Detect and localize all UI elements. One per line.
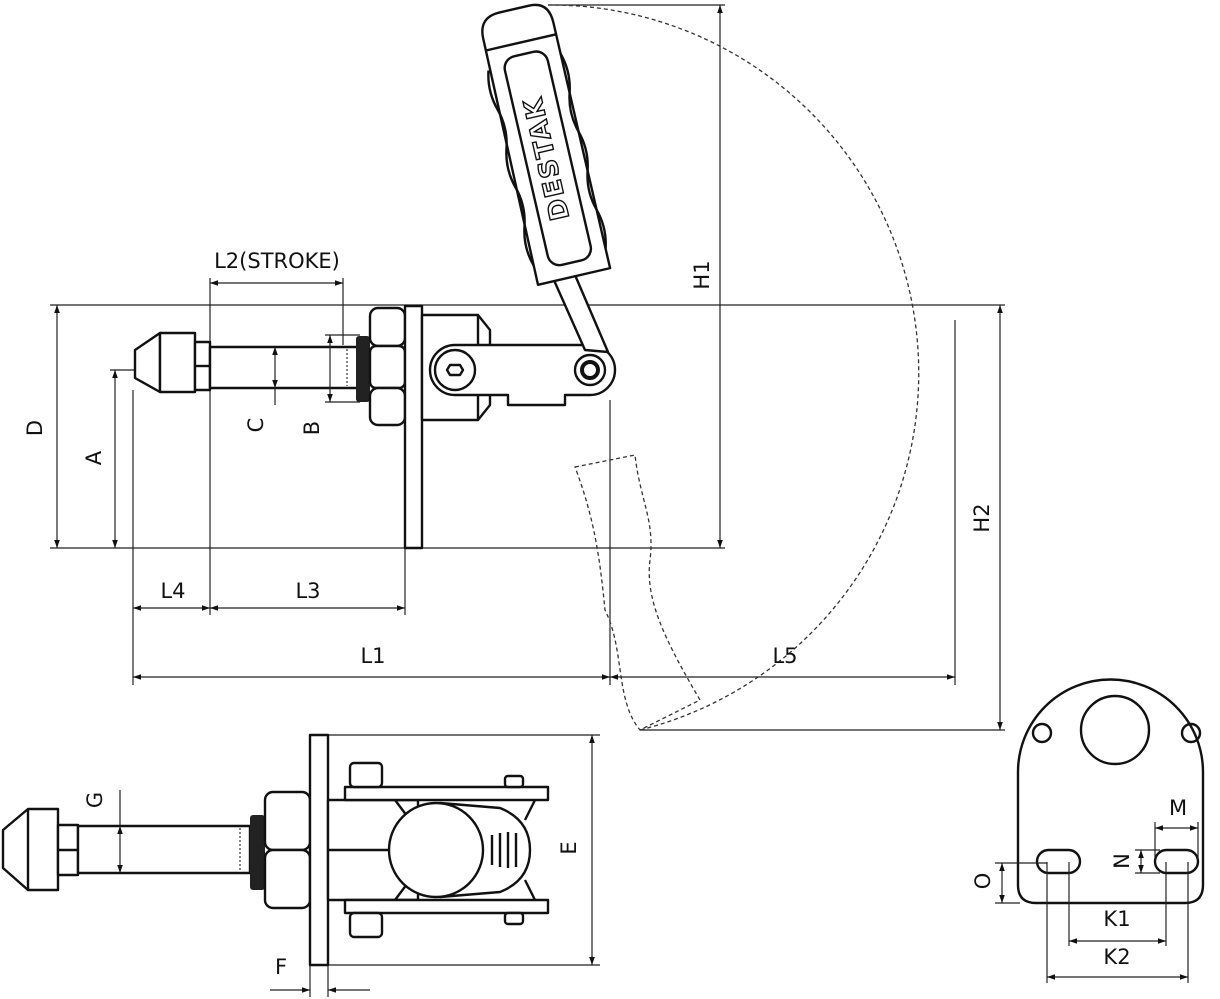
handle-grip: DESTAK (481, 3, 612, 286)
label-l2: L2(STROKE) (214, 249, 340, 273)
spring-coils (490, 832, 518, 868)
pivot-pin-left (433, 348, 477, 392)
side-plate-top (343, 785, 550, 802)
link-bar (428, 343, 617, 407)
label-h2: H2 (970, 503, 994, 532)
handle-grip-outline (481, 3, 612, 286)
handle-released-ghost (574, 454, 701, 731)
logo-panel (503, 50, 593, 267)
label-m: M (1169, 796, 1187, 820)
handle-arm (551, 273, 610, 354)
label-n: N (1110, 853, 1134, 869)
label-k1: K1 (1103, 907, 1130, 931)
thread (250, 815, 265, 890)
front-view: DESTAK L2(STROKE) D A C B L4 L3 L1 L5 H1… (23, 3, 1005, 731)
mounting-plate (403, 304, 424, 550)
screw-top (348, 761, 384, 789)
label-e: E (557, 841, 581, 854)
label-c: C (244, 418, 268, 433)
label-l5: L5 (772, 644, 797, 668)
mount-nut-mid (368, 344, 407, 390)
plunger-tip (1, 807, 60, 892)
mount-nut-bottom (263, 848, 312, 910)
hex-socket-icon (445, 363, 465, 377)
label-o: O (971, 873, 995, 890)
label-a: A (82, 450, 106, 465)
flange-view: M N O K1 K2 (971, 678, 1205, 983)
label-g: G (83, 792, 107, 808)
pivot-pin-right (573, 353, 607, 387)
label-h1: H1 (690, 260, 714, 289)
label-b: B (300, 421, 324, 435)
mount-hole-right (1180, 722, 1202, 744)
flange-plate (1016, 678, 1205, 905)
pivot-pin-right-inner (580, 360, 600, 380)
mounting-plate (308, 733, 330, 967)
plunger-rod (76, 824, 252, 875)
mount-nut-bottom (368, 386, 407, 427)
handle-end (387, 801, 485, 899)
mount-hole-left (1031, 722, 1053, 744)
label-l3: L3 (295, 579, 320, 603)
pin-bottom (503, 911, 525, 926)
linkage-struts (394, 799, 537, 901)
plunger-tip-knob (158, 331, 197, 394)
label-f: F (275, 955, 287, 979)
label-d: D (23, 420, 47, 436)
mount-nut-top (368, 306, 407, 348)
screw-bottom (348, 911, 384, 939)
label-l1: L1 (360, 644, 385, 668)
handle-grip-contour (485, 33, 607, 266)
handle-swing-arc (547, 4, 920, 731)
plunger-tip-cone (133, 331, 162, 394)
pin-top (503, 774, 525, 789)
slot-left (1035, 848, 1082, 875)
slot-right (1153, 848, 1200, 875)
side-plate-bottom (343, 898, 550, 915)
mount-nut-top (263, 790, 312, 852)
thread (356, 336, 370, 402)
label-l4: L4 (160, 579, 185, 603)
plunger-rod (208, 345, 360, 390)
top-view: E G F (1, 733, 600, 997)
center-hole (1079, 694, 1151, 766)
label-k2: K2 (1103, 945, 1130, 969)
